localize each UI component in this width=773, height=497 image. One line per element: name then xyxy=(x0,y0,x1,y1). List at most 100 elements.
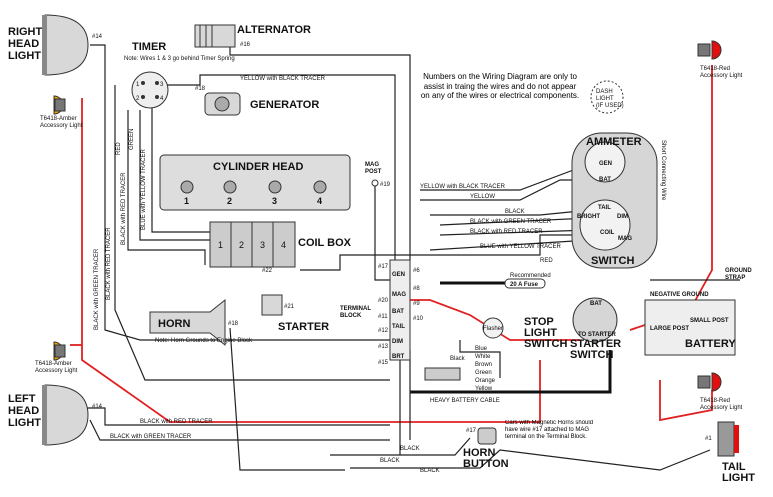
large-post: LARGE POST xyxy=(650,326,689,332)
fw-green: Green xyxy=(475,370,492,376)
timer-num-2: 2 xyxy=(136,96,140,102)
wire-black-red xyxy=(439,229,591,236)
wl-v-bgt: BLACK with GREEN TRACER xyxy=(94,248,100,330)
cylinder-head-label: CYLINDER HEAD xyxy=(213,161,304,173)
fw-blue: Blue xyxy=(475,346,488,352)
term-bat: BAT xyxy=(392,309,404,315)
mag-post-icon xyxy=(371,179,379,187)
left-head-light xyxy=(42,384,89,446)
wire-timer-1 xyxy=(114,85,390,381)
term-dim: DIM xyxy=(392,339,403,345)
timer-num-1: 1 xyxy=(136,82,140,88)
wl-v-green: GREEN xyxy=(129,129,135,150)
horn-button-note-box: Cars with Magnetic Horns should have wir… xyxy=(505,420,594,440)
red-wire-right-bottom xyxy=(659,380,713,422)
wire-timer-2 xyxy=(127,110,206,265)
fuse-recommended: Recommended xyxy=(510,273,551,279)
coil-box xyxy=(209,221,296,268)
fw-orange: Orange xyxy=(475,378,496,384)
num-14b: #14 xyxy=(92,404,103,410)
wire-timer-3 xyxy=(139,110,215,241)
wire-left-head-2 xyxy=(89,419,390,441)
num-15: #15 xyxy=(378,360,389,366)
wire-black-green xyxy=(439,217,591,226)
wire-left-head-1 xyxy=(80,407,390,426)
switch-coil: COIL xyxy=(600,230,615,236)
ammeter-switch-housing xyxy=(571,132,658,269)
fw-yellow: Yellow xyxy=(475,386,493,392)
terminal-block xyxy=(389,259,411,361)
term-mag: MAG xyxy=(392,292,406,298)
coil-1: 1 xyxy=(218,240,223,250)
starter-label: STARTER xyxy=(278,321,329,333)
dash-light-icon xyxy=(590,80,624,114)
cyl-2: 2 xyxy=(227,196,232,206)
wl-black-1: BLACK xyxy=(400,446,420,452)
wl-bgt: BLACK with GREEN TRACER xyxy=(470,219,552,225)
flasher-black: Black xyxy=(450,356,466,362)
cyl-3: 3 xyxy=(272,196,277,206)
term-brt: BRT xyxy=(392,354,405,360)
num-6: #6 xyxy=(413,268,420,274)
wl-black-2: BLACK xyxy=(380,458,400,464)
horn-note: Note: Horn Grounds to Engine Block xyxy=(155,338,253,344)
note-text: Numbers on the Wiring Diagram are only t… xyxy=(420,72,580,101)
switch-bright: BRIGHT xyxy=(577,214,600,220)
num-1: #1 xyxy=(705,436,712,442)
cylinder-head xyxy=(159,154,351,211)
num-8: #8 xyxy=(413,286,420,292)
num-13: #13 xyxy=(378,344,389,350)
wl-ybt-mid: YELLOW with BLACK TRACER xyxy=(420,184,506,190)
wl-black-3: BLACK xyxy=(420,468,440,474)
num-10: #10 xyxy=(413,316,424,322)
num-17: #17 xyxy=(378,264,389,270)
wl-bgt-bottom: BLACK with GREEN TRACER xyxy=(110,434,192,440)
wl-red: RED xyxy=(540,258,553,264)
red-light-bottom-icon xyxy=(697,372,722,392)
wire-coil-red xyxy=(300,234,600,271)
wire-tail xyxy=(350,449,711,471)
horn-button-note: Cars with Magnetic Horns should have wir… xyxy=(505,420,594,440)
num-19: #19 xyxy=(380,182,391,188)
timer-icon xyxy=(131,71,169,109)
flasher-label: Flasher xyxy=(483,326,503,332)
coil-4: 4 xyxy=(281,240,286,250)
small-post: SMALL POST xyxy=(690,318,729,324)
red-wire-left xyxy=(81,98,541,423)
num-18-horn: #18 xyxy=(228,321,239,327)
flasher-icon xyxy=(482,317,504,339)
num-16: #16 xyxy=(240,42,251,48)
ammeter-label: AMMETER xyxy=(586,136,642,148)
generator-label: GENERATOR xyxy=(250,99,319,111)
heavy-battery-cable xyxy=(410,350,612,394)
horn-button-icon xyxy=(477,427,497,445)
wl-yellow: YELLOW xyxy=(470,194,495,200)
wl-brt-bottom: BLACK with RED TRACER xyxy=(140,419,213,425)
right-head-light xyxy=(42,14,89,76)
timer-note: Note: Wires 1 & 3 go behind Timer Spring xyxy=(124,56,235,62)
tail-light-icon xyxy=(717,421,739,457)
note-box: Numbers on the Wiring Diagram are only t… xyxy=(420,72,580,101)
num-18: #18 xyxy=(195,86,206,92)
timer-num-3: 3 xyxy=(160,82,164,88)
short-connecting-wire-label: Short Connecting Wire xyxy=(660,140,666,201)
num-11: #11 xyxy=(378,314,388,320)
battery-icon xyxy=(644,299,736,356)
red-light-top-icon xyxy=(697,40,722,60)
wire-horn xyxy=(229,327,345,471)
ss-to-starter: TO STARTER xyxy=(578,332,616,338)
wire-timer-4 xyxy=(151,108,230,233)
horn-label: HORN xyxy=(158,318,190,330)
num-17b: #17 xyxy=(466,428,477,434)
switch-tail: TAIL xyxy=(598,205,611,211)
battery-label: BATTERY xyxy=(685,338,736,350)
ss-bat: BAT xyxy=(590,301,602,307)
term-tail: TAIL xyxy=(392,324,405,330)
wire-mag-post xyxy=(374,185,392,281)
